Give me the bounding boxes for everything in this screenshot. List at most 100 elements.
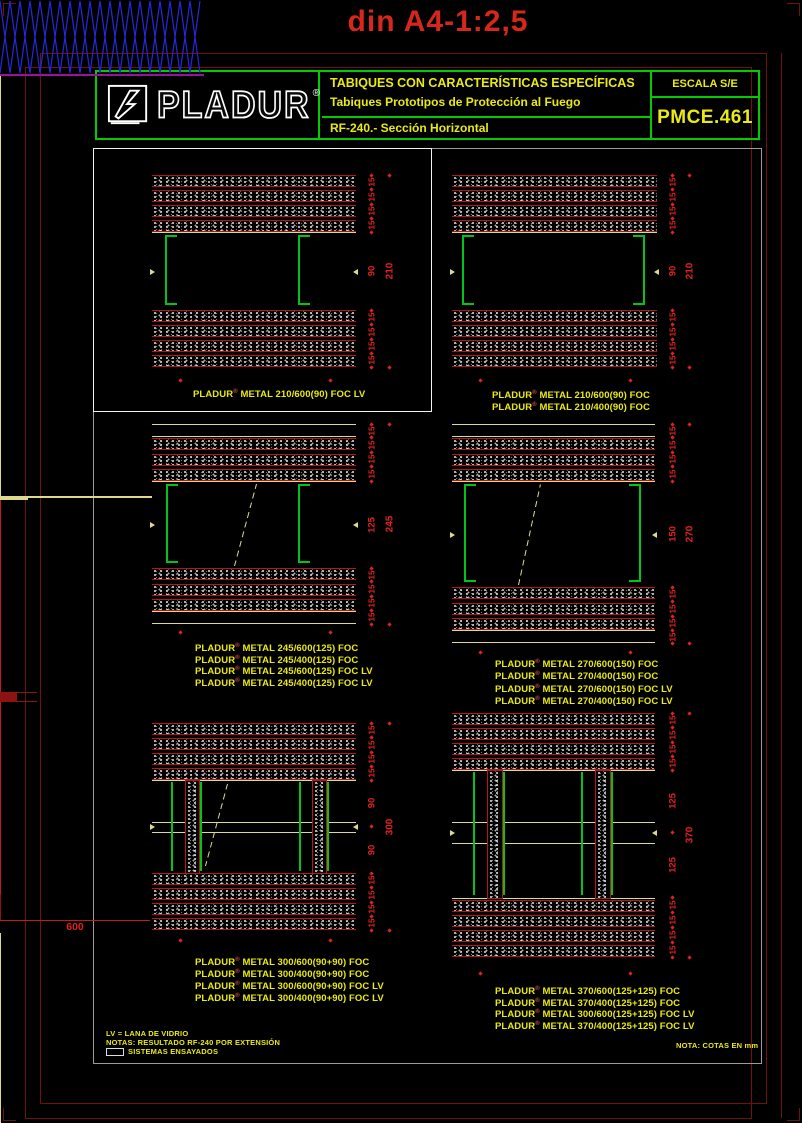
break-arrow bbox=[353, 824, 358, 830]
registered-mark: ® bbox=[235, 957, 240, 963]
plasterboard-layer bbox=[152, 738, 356, 750]
pladur-logo-icon bbox=[107, 84, 148, 125]
break-arrow bbox=[450, 269, 455, 275]
dim-tick bbox=[328, 938, 333, 943]
plasterboard-layer bbox=[152, 438, 356, 450]
dim-text: 15 bbox=[668, 744, 678, 754]
dim-text: 15 bbox=[367, 469, 377, 478]
dim-text: 15 bbox=[367, 918, 377, 928]
dim-text: 90 bbox=[667, 265, 679, 277]
sheet-subtitle: Tabiques Prototipos de Protección al Fue… bbox=[330, 95, 581, 109]
metal-stud bbox=[298, 484, 310, 563]
dim-text-overall: 210 bbox=[384, 262, 396, 280]
dim-extension-line bbox=[0, 907, 1, 920]
dim-tick bbox=[369, 187, 374, 192]
dim-text: 15 bbox=[367, 904, 377, 914]
dim-text: 90 bbox=[366, 265, 378, 277]
break-arrow bbox=[150, 824, 155, 830]
dim-extension-line bbox=[0, 700, 17, 701]
break-arrow bbox=[450, 830, 455, 836]
detail-label: PLADUR® METAL 245/600(125) FOC LV bbox=[195, 666, 373, 678]
detail-label: PLADUR® METAL 300/600(90+90) FOC LV bbox=[195, 981, 384, 993]
detail-label: PLADUR® METAL 210/600(90) FOC bbox=[492, 390, 650, 402]
wall-cavity bbox=[152, 232, 356, 312]
dim-text: 15 bbox=[668, 440, 678, 449]
dim-text: 15 bbox=[668, 915, 678, 924]
dim-tick bbox=[670, 230, 675, 235]
registered-mark: ® bbox=[235, 666, 240, 673]
dim-text: 15 bbox=[668, 632, 678, 641]
dim-text: 15 bbox=[668, 312, 678, 322]
plasterboard-layer bbox=[452, 743, 655, 755]
sheet-border-right-line bbox=[781, 53, 782, 1118]
pladur-logo: PLADUR ® bbox=[97, 72, 320, 138]
registered-mark: ® bbox=[535, 671, 540, 678]
dim-text: 125 bbox=[366, 516, 378, 533]
dim-text: 15 bbox=[367, 206, 377, 216]
dim-text: 15 bbox=[367, 440, 377, 449]
wall-cavity bbox=[452, 232, 657, 312]
dim-tick bbox=[387, 622, 392, 627]
plasterboard-layer bbox=[452, 325, 657, 337]
dim-tick bbox=[687, 711, 692, 716]
dim-tick bbox=[628, 650, 633, 655]
dim-tick bbox=[478, 378, 483, 383]
dim-tick bbox=[369, 735, 374, 740]
dim-tick bbox=[369, 435, 374, 440]
wall-face-line bbox=[0, 497, 208, 498]
dim-text-overall: 370 bbox=[684, 826, 696, 844]
board-extension-layer bbox=[452, 630, 655, 643]
cavity-board-strip bbox=[487, 770, 503, 899]
plasterboard-layer bbox=[152, 888, 356, 900]
plasterboard-layer bbox=[452, 603, 655, 615]
cavity-board-strip bbox=[312, 780, 327, 875]
detail-label: PLADUR® METAL 300/400(90+90) FOC bbox=[195, 969, 370, 981]
dim-tick bbox=[369, 622, 374, 627]
dim-text: 15 bbox=[367, 192, 377, 201]
plasterboard-layer bbox=[152, 903, 356, 915]
dim-text: 15 bbox=[367, 312, 377, 322]
dim-text: 15 bbox=[367, 725, 377, 735]
wall-cavity bbox=[452, 842, 655, 899]
registered-mark: ® bbox=[532, 401, 537, 408]
plasterboard-layer bbox=[452, 587, 655, 599]
dim-text: 15 bbox=[668, 206, 678, 216]
plasterboard-layer bbox=[452, 310, 657, 322]
break-arrow bbox=[450, 532, 455, 538]
plasterboard-layer bbox=[152, 340, 356, 352]
plasterboard-layer bbox=[152, 220, 356, 232]
dim-text: 15 bbox=[668, 177, 678, 187]
stud-flange-line bbox=[581, 772, 583, 895]
sheet-title: TABIQUES CON CARACTERÍSTICAS ESPECÍFICAS bbox=[330, 76, 635, 90]
board-extension-layer bbox=[152, 424, 356, 437]
plasterboard-layer bbox=[152, 568, 356, 580]
break-arrow bbox=[150, 269, 155, 275]
pladur-logo-text: PLADUR bbox=[156, 82, 311, 126]
dim-tick bbox=[369, 928, 374, 933]
dim-text: 15 bbox=[367, 875, 377, 885]
registered-mark: ® bbox=[535, 659, 540, 665]
dim-text-width: 600 bbox=[66, 921, 84, 933]
dim-tick bbox=[387, 365, 392, 370]
insulation-edge-line bbox=[0, 74, 204, 75]
plasterboard-layer bbox=[452, 220, 657, 232]
dim-extension-line bbox=[0, 694, 17, 695]
dim-text-overall: 245 bbox=[384, 515, 396, 533]
plasterboard-layer bbox=[152, 918, 356, 930]
dim-text: 15 bbox=[367, 890, 377, 899]
dim-text: 15 bbox=[668, 469, 678, 478]
plasterboard-layer bbox=[452, 355, 657, 367]
dim-tick bbox=[387, 928, 392, 933]
registered-mark: ® bbox=[235, 678, 240, 685]
dim-extension-line bbox=[0, 699, 17, 700]
sheet-code: PMCE.461 bbox=[657, 107, 753, 128]
corner-tick bbox=[787, 3, 800, 16]
dim-text: 125 bbox=[667, 793, 679, 809]
plasterboard-layer bbox=[452, 915, 655, 927]
registered-mark: ® bbox=[535, 696, 540, 703]
plasterboard-layer bbox=[452, 438, 655, 450]
dim-tick bbox=[369, 464, 374, 469]
board-extension-layer bbox=[452, 424, 655, 437]
plasterboard-layer bbox=[152, 873, 356, 885]
plasterboard-layer bbox=[452, 900, 655, 912]
